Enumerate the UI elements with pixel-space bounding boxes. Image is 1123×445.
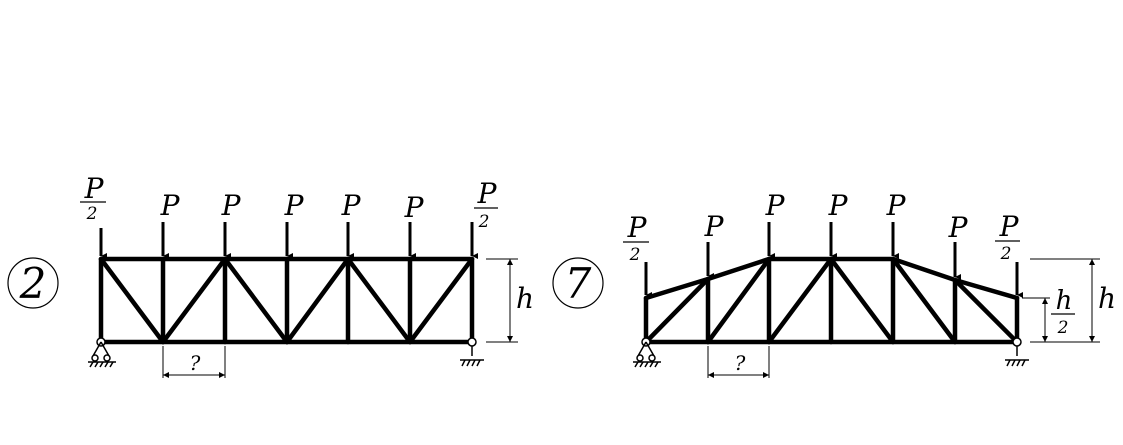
half-height-dimension — [1022, 297, 1050, 342]
load-labels: P 2 P P P P P P 2 — [623, 189, 1020, 265]
load-label: P — [284, 189, 305, 222]
diagram-number-circle — [552, 257, 604, 309]
load-label: P — [828, 189, 849, 222]
diagram-number-circle — [7, 257, 59, 309]
roller-support — [460, 337, 484, 367]
roller-support — [1005, 337, 1029, 367]
diagram-number: 7 — [565, 259, 592, 308]
load-label-end-right-den: 2 — [478, 212, 490, 232]
truss-members — [643, 256, 1020, 345]
panel-dimension — [162, 346, 226, 378]
height-label: h — [1098, 282, 1116, 315]
load-label-end-left-den: 2 — [629, 245, 641, 265]
load-label-end-left-num: P — [84, 172, 105, 205]
load-label: P — [765, 189, 786, 222]
pin-support — [88, 337, 116, 368]
load-label: P — [221, 189, 242, 222]
pin-support — [633, 337, 661, 368]
half-height-label-den: 2 — [1057, 318, 1069, 338]
load-labels: P 2 P P P P P P 2 — [80, 172, 498, 232]
panel-unknown-label: ? — [735, 351, 746, 375]
load-arrows — [99, 222, 478, 259]
load-label-end-right-num: P — [477, 177, 498, 210]
load-label-end-left-den: 2 — [86, 204, 98, 224]
load-label: P — [404, 191, 425, 224]
load-label: P — [886, 189, 907, 222]
truss-members — [98, 256, 475, 345]
load-label-end-right-num: P — [999, 210, 1020, 243]
panel-unknown-label: ? — [190, 351, 201, 375]
diagram-number: 2 — [19, 259, 47, 308]
half-height-label-num: h — [1056, 286, 1073, 316]
diagram-2: 2 — [7, 172, 534, 378]
panel-dimension — [707, 346, 770, 378]
load-label: P — [948, 211, 969, 244]
diagram-7: 7 — [552, 189, 1116, 378]
load-arrows — [644, 222, 1023, 298]
height-dimension — [486, 258, 518, 343]
height-dimension — [1030, 258, 1100, 343]
load-label: P — [704, 210, 725, 243]
load-label: P — [160, 189, 181, 222]
load-label-end-left-num: P — [627, 211, 648, 244]
load-label: P — [341, 189, 362, 222]
load-label-end-right-den: 2 — [1000, 244, 1012, 264]
height-label: h — [516, 282, 534, 315]
